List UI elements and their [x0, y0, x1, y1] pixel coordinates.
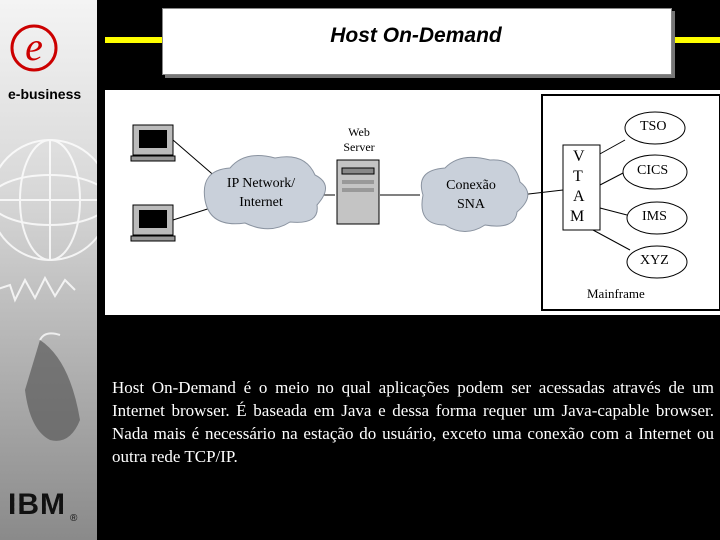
diagram-canvas — [130, 94, 720, 311]
cics-label: CICS — [637, 163, 669, 178]
computer-icon-top — [130, 124, 176, 162]
globe-icon — [0, 139, 97, 303]
registered-mark: ® — [70, 513, 78, 524]
vtam-label-v: V — [573, 148, 585, 165]
tso-cloud — [624, 111, 686, 145]
e-business-logo-icon: e — [10, 24, 58, 72]
title-box — [162, 8, 672, 75]
vtam-box — [562, 144, 601, 231]
title-accent-right — [670, 37, 720, 43]
xyz-label: XYZ — [640, 253, 669, 268]
sidebar: e e-business IBM ® — [0, 0, 97, 540]
vtam-label-m: M — [570, 208, 585, 225]
cics-cloud — [622, 154, 688, 190]
mainframe-box — [541, 94, 720, 311]
ip-network-label: IP Network/ Internet — [226, 176, 296, 210]
page-title: Host On-Demand — [330, 24, 502, 47]
web-server-icon — [336, 159, 380, 225]
computer-icon-bottom — [130, 204, 176, 242]
title-accent-left — [105, 37, 165, 43]
svg-text:e: e — [25, 24, 43, 69]
vtam-label-a: A — [573, 188, 585, 205]
web-server-label: Web Server — [343, 125, 375, 154]
mouse-icon — [25, 332, 80, 441]
brand-label: e-business — [8, 86, 82, 102]
ims-label: IMS — [642, 209, 667, 224]
sna-cloud — [420, 156, 529, 232]
network-diagram: Web Server IP Network/ Internet Conexão … — [105, 90, 720, 315]
ip-network-cloud — [203, 155, 326, 230]
ims-cloud — [626, 201, 688, 235]
ibm-logo: IBM — [8, 488, 66, 521]
vtam-label-t: T — [573, 168, 583, 185]
xyz-cloud — [626, 245, 688, 279]
tso-label: TSO — [640, 119, 667, 134]
sna-label: Conexão SNA — [446, 178, 496, 212]
description-text: Host On-Demand é o meio no qual aplicaçõ… — [112, 378, 714, 466]
mainframe-label: Mainframe — [587, 286, 645, 301]
